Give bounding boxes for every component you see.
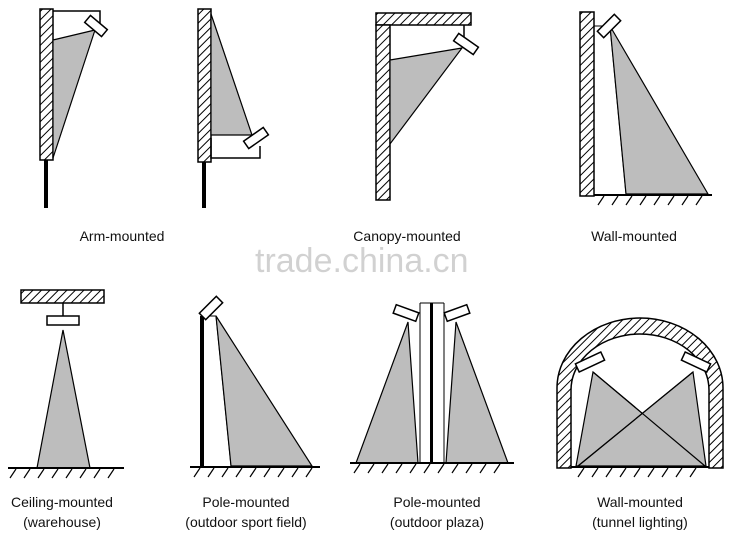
caption-canopy-mounted: Canopy-mounted	[353, 228, 461, 244]
tunnel-wall	[556, 317, 724, 469]
luminaire	[596, 13, 622, 39]
canopy-mounted-figure	[375, 12, 480, 201]
caption-pole-plaza-sub: (outdoor plaza)	[389, 514, 485, 530]
luminaire	[83, 14, 109, 38]
wall	[375, 24, 391, 201]
caption-wall-mounted: Wall-mounted	[591, 228, 677, 244]
light-beam	[215, 315, 314, 467]
light-beam-right	[445, 321, 509, 464]
ground-hatch	[577, 467, 697, 478]
light-beam-left	[355, 321, 419, 464]
luminaire	[242, 126, 270, 150]
wall	[579, 11, 595, 197]
caption-tunnel: Wall-mounted	[597, 494, 683, 510]
arm-mounted-low-figure	[197, 8, 270, 208]
beam-cross-left	[592, 371, 706, 467]
light-beam	[389, 47, 464, 146]
luminaire	[452, 32, 480, 56]
luminaire-right	[443, 303, 471, 323]
wall	[197, 8, 212, 163]
light-beam	[609, 25, 710, 195]
light-beam	[52, 29, 96, 159]
ground-hatch	[597, 195, 703, 206]
caption-pole-sport-sub: (outdoor sport field)	[185, 514, 307, 530]
caption-ceiling-sub: (warehouse)	[23, 514, 101, 530]
caption-pole-sport: Pole-mounted	[202, 494, 290, 510]
arm-mounted-figure	[39, 8, 109, 208]
wall	[39, 8, 54, 161]
light-beam	[210, 13, 253, 136]
pole	[200, 316, 204, 468]
ground-hatch	[193, 467, 313, 478]
arm	[210, 138, 261, 159]
luminaire-left	[574, 351, 606, 373]
luminaire	[198, 295, 224, 321]
caption-ceiling-mounted: Ceiling-mounted	[11, 494, 113, 510]
caption-arm-mounted: Arm-mounted	[79, 228, 165, 244]
pole	[430, 303, 433, 463]
light-beam	[36, 329, 91, 469]
ceiling-mounted-figure	[8, 289, 124, 479]
ground-hatch	[353, 463, 501, 474]
wall-mounted-figure	[579, 11, 712, 206]
caption-pole-plaza: Pole-mounted	[393, 494, 481, 510]
pole-sport-figure	[190, 295, 320, 478]
luminaire-left	[392, 303, 420, 323]
arm	[53, 10, 101, 28]
luminaire-right	[680, 351, 712, 373]
pole-plaza-figure	[350, 302, 514, 474]
caption-tunnel-sub: (tunnel lighting)	[592, 514, 688, 530]
ceiling	[20, 289, 105, 304]
watermark: trade.china.cn	[255, 242, 469, 280]
luminaire	[46, 315, 80, 326]
beam-cross-right	[577, 371, 694, 467]
ground-hatch	[9, 468, 115, 479]
tunnel-figure	[556, 317, 724, 478]
canopy	[375, 12, 472, 26]
